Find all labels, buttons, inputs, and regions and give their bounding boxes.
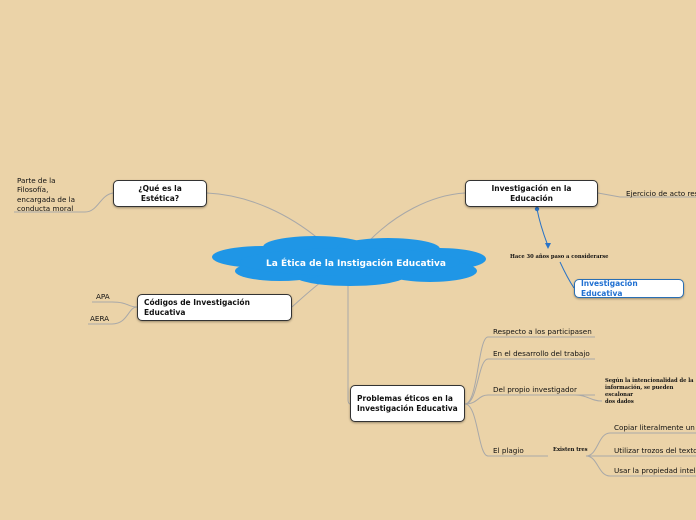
node-problemas-eticos[interactable]: Problemas éticos en la Investigación Edu… <box>350 385 465 422</box>
investigador-note-line: Según la intencionalidad de la <box>605 378 694 384</box>
node-codigos-investigacion[interactable]: Códigos de Investigación Educativa <box>137 294 292 321</box>
estetica-note-line: encargada de la <box>17 194 76 204</box>
estetica-note-line: conducta moral <box>17 204 74 214</box>
problema-investigador[interactable]: Del propio investigador <box>493 385 577 394</box>
codigo-item-apa[interactable]: APA <box>96 292 110 301</box>
investigador-note-line: dos dados <box>605 399 634 406</box>
plagio-sub-label[interactable]: Existen tres <box>553 447 588 453</box>
investigacion-item[interactable]: Ejercicio de acto res <box>626 189 696 198</box>
plagio-type-copiar[interactable]: Copiar literalmente un <box>614 423 695 432</box>
node-investigacion-educacion-label: Investigación en la Educación <box>491 184 572 203</box>
node-investigacion-educativa[interactable]: Investigación Educativa <box>574 279 684 298</box>
node-investigacion-educacion[interactable]: Investigación en la Educación <box>465 180 598 207</box>
investigador-note[interactable]: Según la intencionalidad de la informaci… <box>605 378 696 406</box>
node-codigos-label: Códigos de Investigación Educativa <box>144 298 250 317</box>
central-topic-label[interactable]: La Ética de la Instigación Educativa <box>266 259 446 269</box>
problema-participantes[interactable]: Respecto a los participasen <box>493 327 592 336</box>
estetica-note[interactable]: Parte de la Filosofía, encargada de la c… <box>17 176 75 213</box>
node-que-es-estetica-label: ¿Qué es la Estética? <box>138 184 182 203</box>
estetica-note-line: Filosofía, <box>17 185 49 195</box>
plagio-type-trozos[interactable]: Utilizar trozos del texto <box>614 446 696 455</box>
plagio-type-propiedad[interactable]: Usar la propiedad intele <box>614 466 696 475</box>
central-topic-cloud <box>212 236 486 286</box>
relation-label[interactable]: Hace 30 años paso a considerarse <box>510 254 609 260</box>
node-que-es-estetica[interactable]: ¿Qué es la Estética? <box>113 180 207 207</box>
problema-desarrollo[interactable]: En el desarrollo del trabajo <box>493 349 590 358</box>
node-problemas-label: Problemas éticos en la Investigación Edu… <box>357 394 458 413</box>
codigo-item-aera[interactable]: AERA <box>90 314 110 323</box>
node-investigacion-educativa-label: Investigación Educativa <box>581 279 638 298</box>
problema-plagio[interactable]: El plagio <box>493 446 524 455</box>
investigador-note-line: información, se pueden escalonar <box>605 385 674 399</box>
estetica-note-line: Parte de la <box>17 176 56 185</box>
